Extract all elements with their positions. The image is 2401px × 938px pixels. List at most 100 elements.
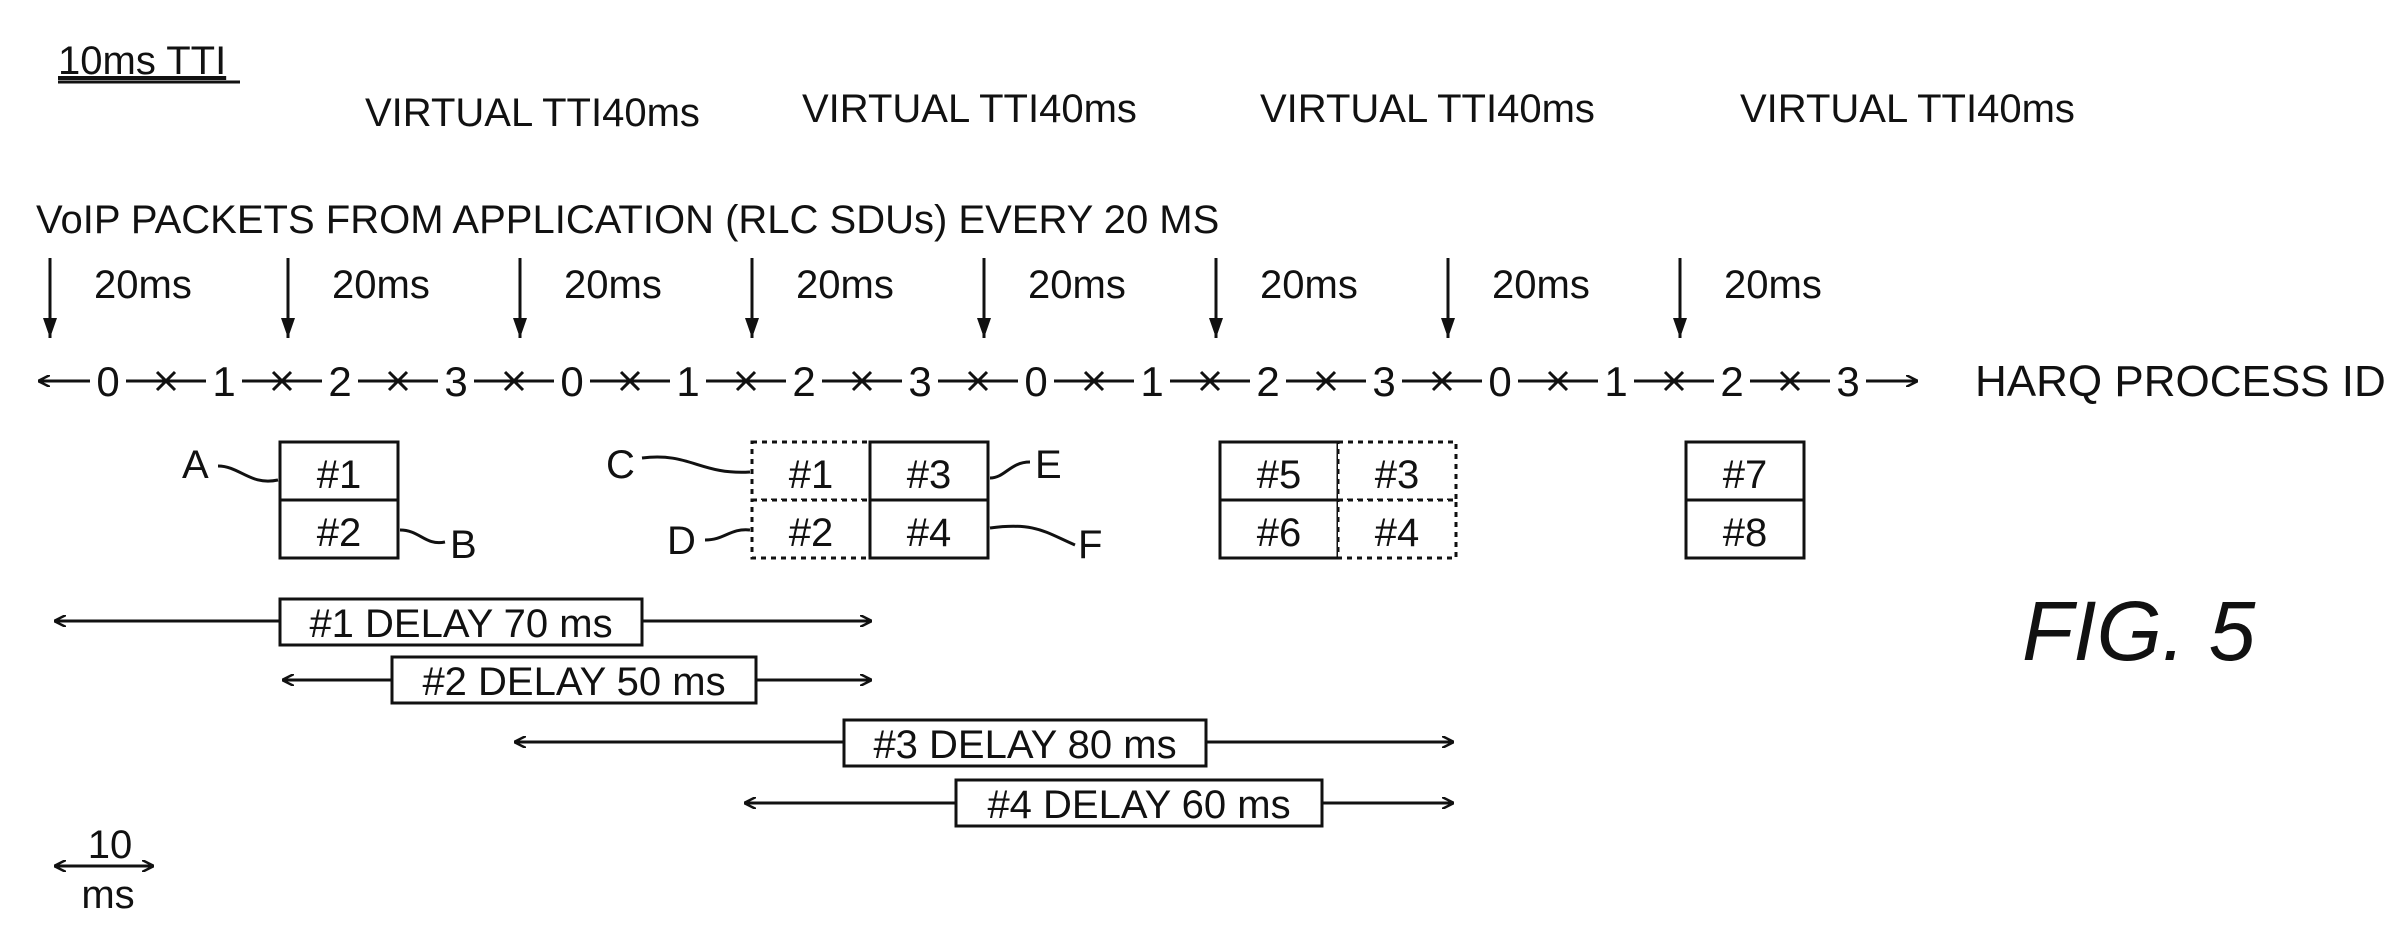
block-4-label-bottom: #8 <box>1723 511 1768 555</box>
harq-tick-mark <box>1779 370 1801 392</box>
harq-id-bg <box>90 360 126 406</box>
callout-b: B <box>450 523 477 567</box>
harq-id: 3 <box>1372 358 1395 405</box>
harq-id: 0 <box>1024 358 1047 405</box>
block-1-label-bottom: #2 <box>317 511 362 555</box>
arrival-interval-label: 20ms <box>332 263 430 307</box>
harq-id-bg <box>786 360 822 406</box>
block-4: #7 #8 <box>1684 440 1806 560</box>
block-1: #1 #2 <box>278 440 400 560</box>
harq-tick-mark <box>967 370 989 392</box>
harq-tick-mark <box>1663 370 1685 392</box>
harq-id: 0 <box>560 358 583 405</box>
harq-id-bg <box>902 360 938 406</box>
harq-id: 2 <box>792 358 815 405</box>
block-3: #5 #3 #6 #4 <box>1218 440 1458 560</box>
harq-tick-mark <box>271 370 293 392</box>
figure-label: FIG. 5 <box>2022 584 2256 678</box>
block-1-cell-bottom <box>278 498 400 560</box>
callout-f-leader <box>989 524 1076 547</box>
harq-tick-mark <box>1199 370 1221 392</box>
block-2-cell-4 <box>868 498 990 560</box>
block-1-label-top: #1 <box>317 453 362 497</box>
harq-id: 2 <box>1720 358 1743 405</box>
time-scale: 10 ms <box>54 823 154 917</box>
block-3-cell-2 <box>1218 498 1340 560</box>
harq-tick-mark <box>503 370 525 392</box>
block-2-cell-2 <box>750 498 872 560</box>
harq-id-bg <box>438 360 474 406</box>
harq-id: 0 <box>96 358 119 405</box>
callout-f: F <box>1078 523 1102 567</box>
delay-4-box <box>954 778 1324 828</box>
callout-c: C <box>606 443 635 487</box>
harq-id-bg <box>1134 360 1170 406</box>
arrival-interval-label: 20ms <box>94 263 192 307</box>
harq-tick-mark <box>155 370 177 392</box>
harq-tick-mark <box>1315 370 1337 392</box>
block-2-label-1: #1 <box>789 453 834 497</box>
arrival-interval-label: 20ms <box>1028 263 1126 307</box>
delay-2-box <box>390 655 758 705</box>
tti-label: 10ms TTI <box>58 39 226 83</box>
callout-d: D <box>667 519 696 563</box>
arrival-interval-label: 20ms <box>1724 263 1822 307</box>
harq-id: 2 <box>1256 358 1279 405</box>
harq-id-bg <box>1714 360 1750 406</box>
delay-1: #1 DELAY 70 ms <box>54 597 872 647</box>
harq-id-bg <box>554 360 590 406</box>
arrival-interval-label: 20ms <box>796 263 894 307</box>
block-3-label-1: #5 <box>1257 453 1302 497</box>
harq-process-id-label: HARQ PROCESS ID <box>1975 357 2386 406</box>
harq-id: 1 <box>1140 358 1163 405</box>
harq-id-bg <box>1482 360 1518 406</box>
callout-d-leader <box>704 528 751 542</box>
harq-tick-mark <box>1431 370 1453 392</box>
harq-id: 0 <box>1488 358 1511 405</box>
delay-3: #3 DELAY 80 ms <box>514 718 1454 768</box>
harq-id-bg <box>670 360 706 406</box>
harq-tick-mark <box>1547 370 1569 392</box>
callout-e: E <box>1035 443 1062 487</box>
harq-id-bg <box>1366 360 1402 406</box>
virtual-tti-label-1: VIRTUAL TTI40ms <box>365 91 700 135</box>
block-2-label-4: #4 <box>907 511 952 555</box>
delay-3-label: #3 DELAY 80 ms <box>873 723 1176 767</box>
virtual-tti-label-2: VIRTUAL TTI40ms <box>802 87 1137 131</box>
harq-process-row: 0 1 2 3 0 1 2 3 0 1 2 3 0 1 2 3 <box>38 358 1918 406</box>
harq-id: 3 <box>1836 358 1859 405</box>
harq-id-bg <box>322 360 358 406</box>
harq-id: 3 <box>908 358 931 405</box>
virtual-tti-label-3: VIRTUAL TTI40ms <box>1260 87 1595 131</box>
block-2: #1 #3 #2 #4 <box>750 440 990 560</box>
harq-id: 1 <box>1604 358 1627 405</box>
harq-id-bg <box>206 360 242 406</box>
block-4-cell-bottom <box>1684 498 1806 560</box>
harq-tick-mark <box>735 370 757 392</box>
harq-id-bg <box>1018 360 1054 406</box>
delay-2-label: #2 DELAY 50 ms <box>422 660 725 704</box>
block-3-cell-4 <box>1336 498 1458 560</box>
delay-4-label: #4 DELAY 60 ms <box>987 783 1290 827</box>
harq-id: 3 <box>444 358 467 405</box>
arrival-interval-label: 20ms <box>1492 263 1590 307</box>
harq-id: 1 <box>212 358 235 405</box>
harq-tick-mark <box>619 370 641 392</box>
callout-a-leader <box>217 464 279 483</box>
callout-c-leader <box>641 455 751 474</box>
harq-id: 2 <box>328 358 351 405</box>
harq-id: 1 <box>676 358 699 405</box>
harq-id-bg <box>1250 360 1286 406</box>
scale-value: 10 <box>88 823 133 867</box>
block-2-label-3: #2 <box>789 511 834 555</box>
virtual-tti-label-4: VIRTUAL TTI40ms <box>1740 87 2075 131</box>
voip-packets-label: VoIP PACKETS FROM APPLICATION (RLC SDUs)… <box>36 198 1219 242</box>
delay-2: #2 DELAY 50 ms <box>282 655 872 705</box>
delay-4: #4 DELAY 60 ms <box>744 778 1454 828</box>
callouts: A B C D E F <box>182 443 1102 567</box>
harq-id-bg <box>1598 360 1634 406</box>
block-4-cell-top <box>1684 440 1806 502</box>
block-3-cell-1 <box>1218 440 1340 502</box>
